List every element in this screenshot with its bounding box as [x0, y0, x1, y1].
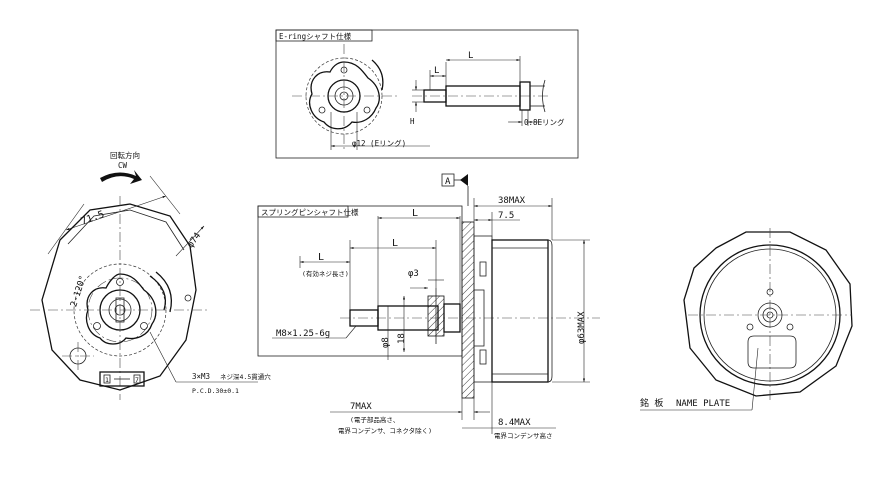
spring-pin-title: スプリングピンシャフト仕様 — [261, 207, 359, 217]
rotation-direction-label: 回転方向 — [110, 150, 140, 160]
dim-l-top: L — [412, 208, 418, 219]
e-ring-dim-h: H — [410, 117, 415, 126]
tap-m3-label: 3×M3 — [192, 372, 210, 381]
rotation-cw-label: CW — [118, 161, 128, 170]
e-ring-thickness: 0.8Eリング — [524, 117, 565, 127]
dim-l-mid: L — [392, 238, 398, 249]
dim-2-120-deg: 2-120° — [69, 274, 89, 308]
e-ring-dim-l: L — [468, 51, 473, 61]
front-view-left: 回転方向 CW 71.5 φ74 — [30, 150, 271, 400]
rotation-arrow-icon — [100, 170, 142, 184]
dim-8-4max: 8.4MAX — [498, 418, 531, 428]
dim-phi74: φ74 — [186, 231, 204, 250]
datum-a: A — [445, 177, 451, 187]
dim-7-5: 7.5 — [498, 211, 514, 221]
dim-38max: 38MAX — [498, 196, 526, 206]
dim-7max: 7MAX — [350, 402, 372, 412]
motor-side-view: A 38MAX 7.5 φ63MAX 7MAX (電子部品高さ — [330, 173, 590, 440]
e-ring-side-view: L L H 0.8Eリング — [410, 51, 565, 127]
dim-phi3: φ3 — [408, 269, 419, 279]
e-ring-dim-l2: L — [434, 66, 439, 76]
dim-18: 18 — [397, 333, 407, 344]
connector-pin7: 7 — [135, 376, 139, 384]
pcd-label: P.C.D.30±0.1 — [192, 387, 239, 395]
dim-8-4max-note: 電界コンデンサ高さ — [494, 431, 553, 440]
name-plate-label: NAME PLATE — [676, 399, 730, 409]
rear-view-right: 銘 板 NAME PLATE — [640, 228, 853, 411]
e-ring-shaft-detail: E-ringシャフト仕様 φ12 (Eリング) — [275, 29, 579, 159]
dim-phi63max: φ63MAX — [577, 311, 587, 344]
tap-m3-note: ネジ深4.5貫通穴 — [220, 372, 271, 381]
dim-phi8: φ8 — [381, 337, 391, 348]
name-plate-jp: 銘 板 — [640, 397, 663, 409]
e-ring-phi12-label: φ12 (Eリング) — [352, 138, 406, 148]
effective-thread-label: (有効ネジ長さ) — [302, 269, 349, 278]
dim-7max-note2: 電界コンデンサ、コネクタ除く) — [338, 426, 432, 435]
connector-pin1: 1 — [105, 376, 109, 384]
dim-71-5: 71.5 — [80, 209, 106, 228]
dim-l-short: L — [318, 252, 324, 263]
e-ring-title: E-ringシャフト仕様 — [279, 31, 352, 41]
spring-pin-shaft-detail: スプリングピンシャフト仕様 L L L (有効ネジ長さ) φ3 M8×1.25-… — [257, 205, 600, 360]
e-ring-front-view: φ12 (Eリング) — [292, 44, 430, 150]
thread-spec: M8×1.25-6g — [276, 329, 330, 339]
dim-7max-note1: (電子部品高さ、 — [350, 415, 399, 424]
